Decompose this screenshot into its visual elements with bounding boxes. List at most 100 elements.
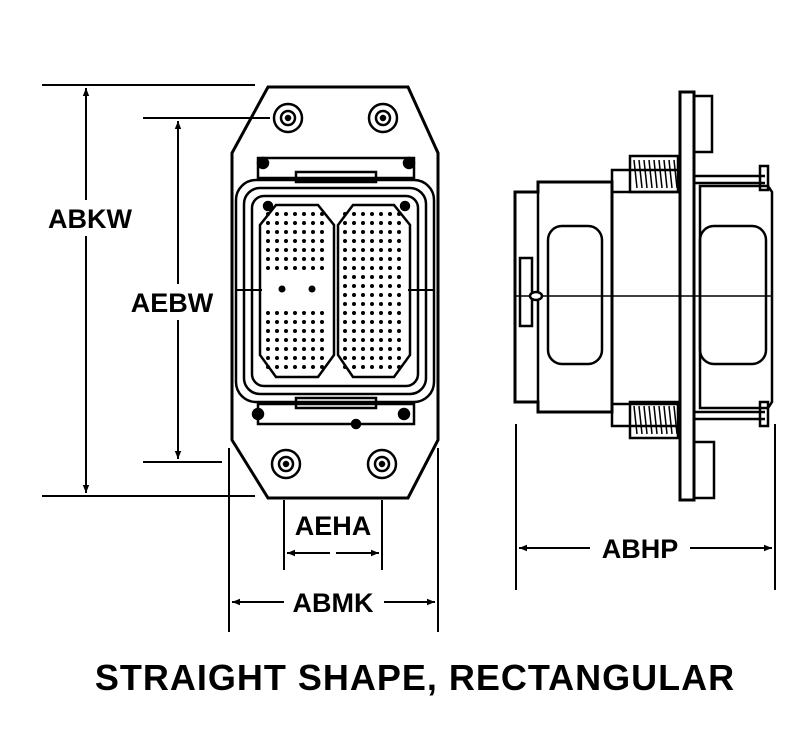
contact-pin (266, 248, 270, 252)
contact-pin (352, 257, 356, 261)
contact-pin (361, 230, 365, 234)
contact-pin (275, 230, 279, 234)
mounting-hole-top-right (367, 102, 399, 134)
contact-pin (352, 212, 356, 216)
contact-pin (379, 221, 383, 225)
contact-pin (352, 293, 356, 297)
contact-pin (361, 221, 365, 225)
contact-pin (275, 248, 279, 252)
contact-pin (352, 347, 356, 351)
contact-pin (379, 230, 383, 234)
contact-pin (397, 221, 401, 225)
contact-pin (311, 212, 315, 216)
contact-pin (293, 365, 297, 369)
side-dimensions (515, 424, 776, 590)
contact-pin (320, 365, 324, 369)
screw-thread (638, 159, 643, 189)
contact-pin (388, 230, 392, 234)
contact-pin (361, 257, 365, 261)
contact-pin (266, 230, 270, 234)
contact-pin (311, 239, 315, 243)
contact-pin (379, 356, 383, 360)
contact-pin (266, 221, 270, 225)
contact-pin (302, 257, 306, 261)
contact-pin (320, 230, 324, 234)
contact-pin (275, 257, 279, 261)
contact-pin (370, 212, 374, 216)
contact-pin (311, 329, 315, 333)
contact-pin (397, 275, 401, 279)
contact-pin (388, 311, 392, 315)
contact-pin (397, 230, 401, 234)
contact-pins-left (266, 212, 324, 369)
contact-pin (352, 239, 356, 243)
contact-pin (284, 212, 288, 216)
contact-pin (293, 311, 297, 315)
contact-insert-right (336, 203, 412, 379)
contact-pin (352, 284, 356, 288)
contact-pin (388, 257, 392, 261)
contact-pin (388, 293, 392, 297)
contact-pin (293, 257, 297, 261)
contact-pin (266, 311, 270, 315)
contact-pin (397, 329, 401, 333)
side-view (513, 90, 774, 502)
contact-pin (379, 275, 383, 279)
contact-pin (275, 239, 279, 243)
contact-pin (311, 221, 315, 225)
contact-pins-right (343, 212, 401, 369)
contact-pin (266, 338, 270, 342)
contact-pin (293, 338, 297, 342)
contact-pin (266, 356, 270, 360)
contact-pin (293, 347, 297, 351)
contact-pin (311, 347, 315, 351)
contact-pin (284, 239, 288, 243)
contact-pin (343, 275, 347, 279)
contact-pin (388, 356, 392, 360)
contact-pin (397, 239, 401, 243)
contact-pin (370, 311, 374, 315)
contact-pin (343, 248, 347, 252)
dimension-label-abmk: ABMK (293, 588, 374, 618)
contact-pin (284, 347, 288, 351)
contact-pin (370, 284, 374, 288)
contact-pin (284, 329, 288, 333)
contact-pin (343, 284, 347, 288)
contact-pin (361, 293, 365, 297)
contact-pin (388, 275, 392, 279)
contact-pin (343, 320, 347, 324)
contact-pin (361, 356, 365, 360)
contact-pin (293, 266, 297, 270)
contact-pin (343, 311, 347, 315)
contact-pin (266, 257, 270, 261)
contact-pin (352, 230, 356, 234)
contact-pin (275, 320, 279, 324)
contact-pin (293, 212, 297, 216)
mounting-hole-top-left (272, 102, 304, 134)
contact-pin (379, 338, 383, 342)
contact-pin (343, 293, 347, 297)
side-body-front (698, 184, 774, 410)
contact-pin (370, 356, 374, 360)
contact-pin (361, 320, 365, 324)
contact-pin (311, 248, 315, 252)
screw-thread (633, 405, 638, 435)
contact-pin (302, 365, 306, 369)
contact-pin (343, 239, 347, 243)
screw-thread (643, 159, 648, 189)
contact-pin (388, 239, 392, 243)
contact-pin (275, 365, 279, 369)
contact-pin (320, 248, 324, 252)
side-screw-bottom (628, 400, 680, 440)
contact-pin (275, 311, 279, 315)
screw-thread (658, 405, 663, 435)
contact-pin (343, 266, 347, 270)
contact-pin (397, 365, 401, 369)
contact-pin (352, 221, 356, 225)
screw-thread (638, 405, 643, 435)
contact-pin (370, 239, 374, 243)
contact-pin (370, 302, 374, 306)
contact-pin (266, 329, 270, 333)
contact-pin (388, 365, 392, 369)
